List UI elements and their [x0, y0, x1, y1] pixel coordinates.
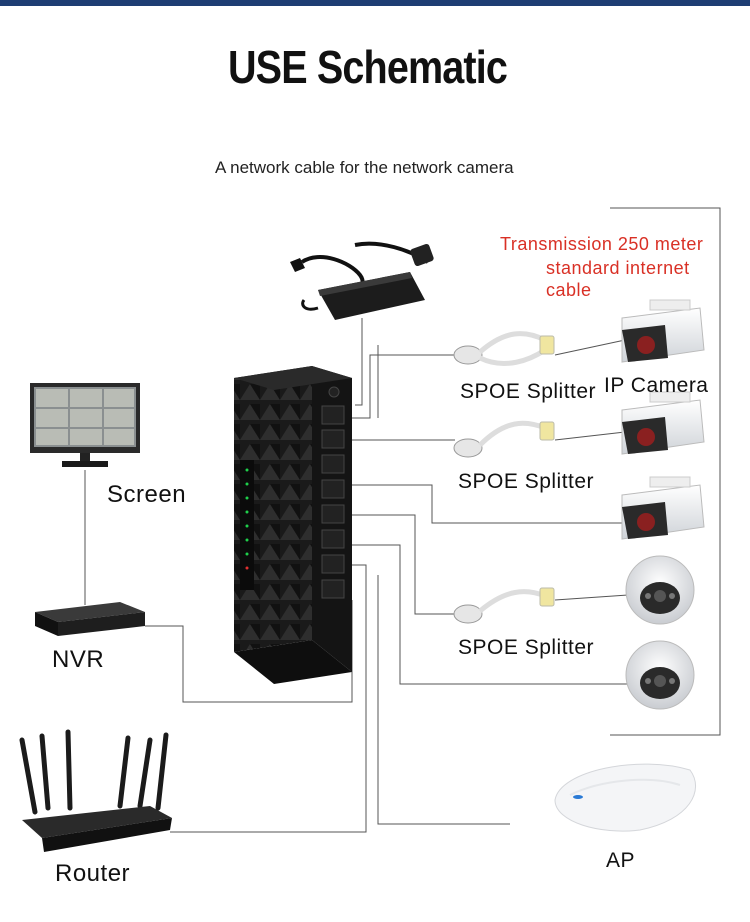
port1-line — [352, 354, 455, 419]
port3-line — [352, 484, 625, 524]
switch-ports — [321, 405, 345, 599]
page-title: USE Schematic — [227, 41, 508, 93]
screen-monitor — [30, 383, 140, 467]
header-bar — [0, 0, 750, 6]
port4-line — [352, 514, 455, 615]
power-adapter — [290, 241, 434, 320]
transmission-note-line3: cable — [546, 280, 592, 300]
dome-camera-2 — [625, 640, 695, 710]
ip-camera-label: IP Camera — [604, 374, 709, 397]
router-switch-line — [170, 564, 367, 833]
ap-device — [554, 763, 696, 832]
dome-camera-1 — [625, 555, 695, 625]
transmission-note-line2: standard internet — [546, 258, 690, 278]
spoe-splitter-1 — [453, 331, 555, 366]
transmission-note-line1: Transmission 250 meter — [500, 234, 704, 254]
spoe-splitter-3 — [453, 587, 555, 624]
cable-bracket-line — [610, 207, 721, 736]
router-device — [19, 729, 172, 852]
screen-label: Screen — [107, 481, 187, 508]
switch-leds — [245, 468, 249, 556]
spoe-splitter-label-2: SPOE Splitter — [458, 470, 595, 493]
ip-camera-3 — [621, 476, 705, 540]
page-subtitle: A network cable for the network camera — [215, 158, 514, 177]
ap-switch-line — [377, 575, 510, 825]
ip-camera-1 — [621, 299, 705, 363]
nvr-device — [35, 602, 145, 636]
poe-switch — [234, 366, 352, 684]
nvr-label: NVR — [52, 646, 105, 673]
spoe-splitter-2 — [453, 420, 555, 458]
port5-line — [352, 544, 628, 685]
power-cable-line — [355, 318, 363, 406]
ap-label: AP — [606, 849, 636, 872]
spoe-splitter-label-3: SPOE Splitter — [458, 636, 595, 659]
router-label: Router — [55, 860, 131, 887]
spoe-splitter-label-1: SPOE Splitter — [460, 380, 597, 403]
ip-camera-2 — [621, 391, 705, 455]
